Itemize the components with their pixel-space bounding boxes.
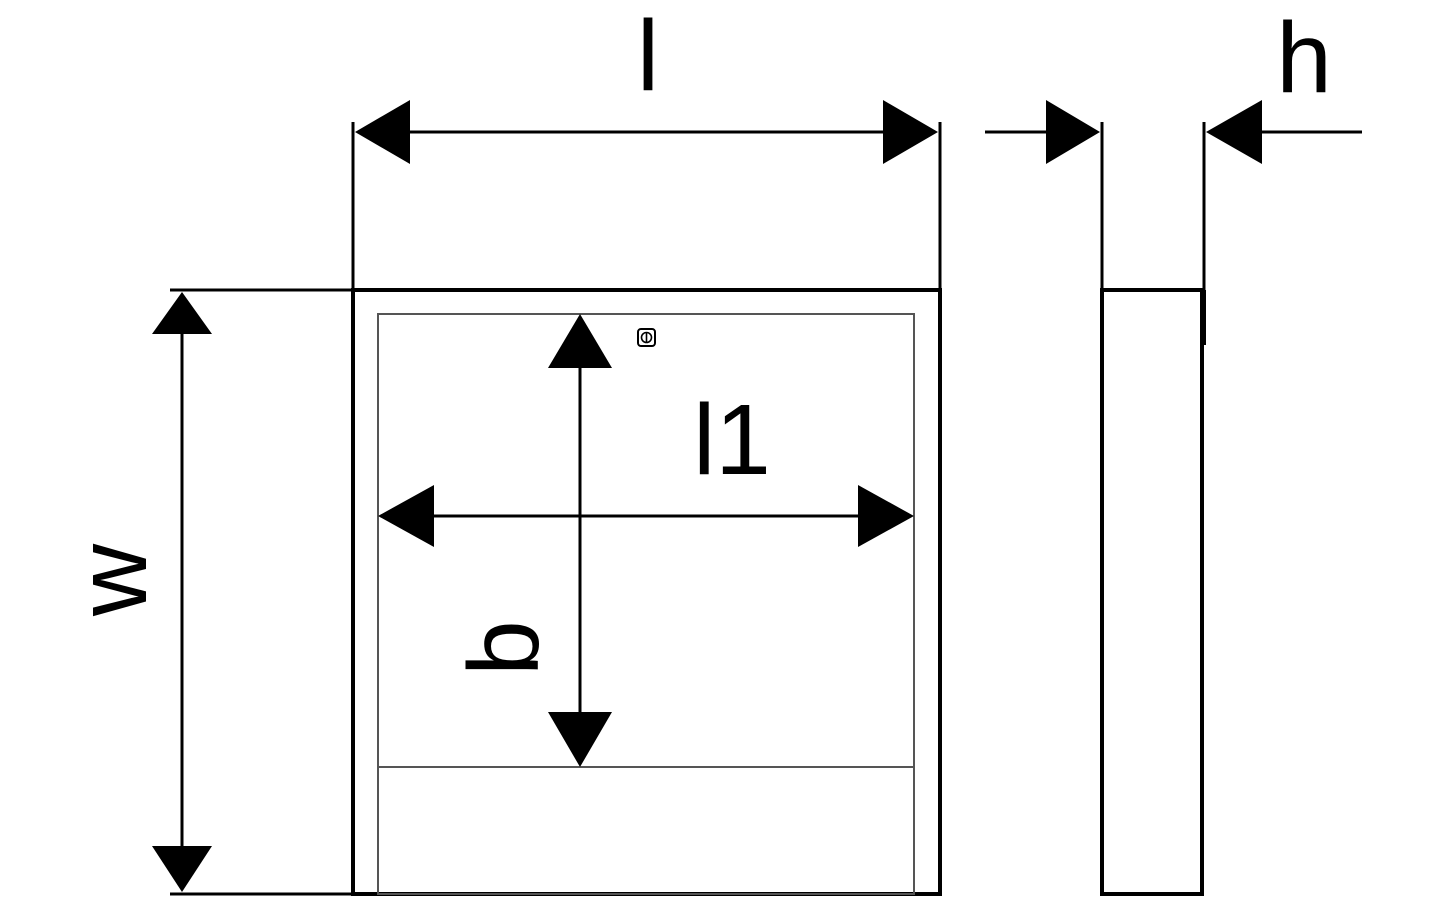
dimension-height bbox=[985, 100, 1362, 290]
inner-door-panel bbox=[377, 313, 915, 895]
arrowhead-left bbox=[1046, 100, 1100, 164]
dimension-length bbox=[351, 100, 942, 290]
arrowhead-left bbox=[378, 485, 434, 547]
label-width: w bbox=[56, 543, 168, 617]
front-view bbox=[351, 288, 942, 896]
side-profile bbox=[1100, 288, 1204, 896]
dimension-width bbox=[152, 288, 353, 896]
arrowhead-right bbox=[883, 100, 938, 164]
arrowhead-top bbox=[548, 314, 612, 368]
side-view bbox=[1100, 288, 1206, 896]
arrowhead-bottom bbox=[152, 846, 212, 892]
keyhole-lock-icon bbox=[637, 328, 656, 347]
label-height: h bbox=[1276, 2, 1332, 114]
outer-frame bbox=[351, 288, 942, 896]
arrowhead-right bbox=[1206, 100, 1262, 164]
label-inner-length: l1 bbox=[693, 384, 771, 496]
dimension-inner-length bbox=[378, 485, 914, 547]
label-length: l bbox=[637, 0, 659, 112]
label-inner-width: b bbox=[448, 620, 560, 676]
arrowhead-left bbox=[355, 100, 410, 164]
arrowhead-top bbox=[152, 292, 212, 334]
arrowhead-bottom bbox=[548, 712, 612, 767]
arrowhead-right bbox=[858, 485, 914, 547]
dimension-inner-width bbox=[548, 314, 612, 767]
